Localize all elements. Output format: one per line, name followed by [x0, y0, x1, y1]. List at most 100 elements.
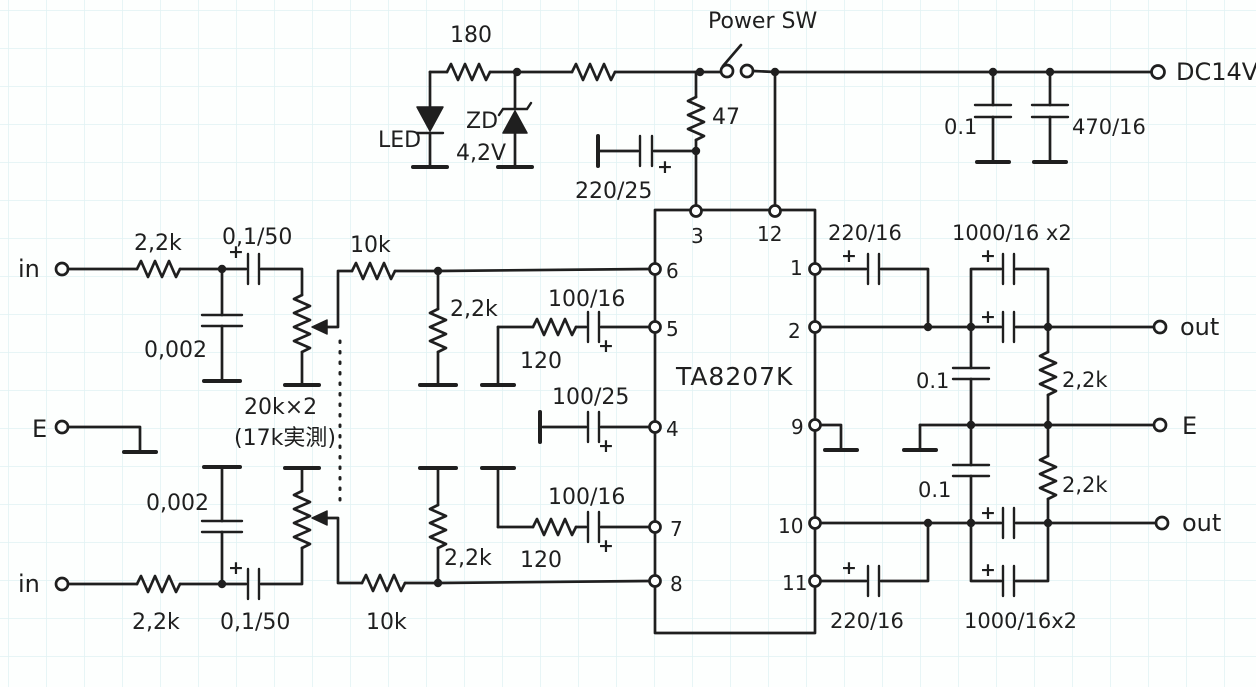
plus-mark: + [980, 502, 996, 524]
label-pin5: 5 [666, 317, 679, 341]
label-e-right: E [1182, 412, 1197, 440]
label-power-sw: Power SW [708, 9, 817, 34]
label-c100-25: 100/25 [552, 385, 629, 410]
label-c01-snub-top: 0.1 [916, 369, 949, 393]
label-r22k-out-top: 2,2k [1062, 368, 1108, 392]
cap-100-25 [586, 410, 601, 444]
label-zd: ZD [466, 109, 498, 134]
pin-3 [689, 204, 703, 218]
led-icon [416, 106, 444, 132]
label-pin4: 4 [666, 417, 679, 441]
label-in-bottom: in [18, 570, 40, 598]
e-terminal-left [54, 419, 158, 454]
label-pin3: 3 [691, 224, 704, 248]
resistor-10k-bottom [360, 573, 407, 593]
bottom-channel-input [54, 465, 364, 601]
plus-mark: + [598, 335, 614, 357]
label-c1000-16-bottom: 1000/16x2 [964, 609, 1077, 633]
pin4-bypass [538, 410, 651, 444]
pin-8 [648, 574, 662, 588]
resistor-10k-top [350, 261, 397, 281]
cap-1000-16-inline-bottom [1001, 506, 1016, 540]
potentiometer-bottom [292, 489, 312, 550]
power-rail [411, 43, 1166, 207]
label-out-bottom: out [1182, 509, 1221, 537]
resistor-2k2-out-bottom [1038, 454, 1058, 501]
label-pin2: 2 [788, 319, 801, 343]
labels: 180 Power SW DC14V LED ZD 4,2V 47 220/25… [18, 9, 1256, 635]
plus-mark: + [228, 241, 244, 263]
resistor-2k2-in-bottom [135, 574, 182, 594]
led-branch [411, 70, 449, 169]
plus-mark: + [980, 559, 996, 581]
top-channel-mid [350, 261, 651, 387]
label-r120-top: 120 [520, 349, 562, 374]
label-r10k-top: 10k [350, 233, 391, 258]
cap-100-16-bottom [586, 510, 601, 544]
cap-0-1-50-top [246, 252, 261, 286]
pin-1 [808, 262, 822, 276]
label-c100-16-bottom: 100/16 [548, 485, 625, 510]
cap-1000-16-bootstrap-top [1001, 252, 1016, 286]
label-dc14v: DC14V [1176, 58, 1256, 86]
pin-11 [808, 574, 822, 588]
zener-bar [497, 101, 533, 117]
dc14v-terminal [1150, 64, 1166, 80]
label-c-in-bottom: 0,1/50 [220, 610, 290, 635]
label-c220-25: 220/25 [575, 179, 652, 204]
label-r22k-mid-bottom: 2,2k [444, 546, 492, 571]
cap-1000-16-inline-top [1001, 310, 1016, 344]
out-terminal-top [1152, 319, 1168, 335]
cap-100-16-top [586, 310, 601, 344]
in-terminal-bottom [54, 576, 70, 592]
label-e-left: E [32, 415, 47, 443]
resistor-2k2-in-top [135, 259, 182, 279]
resistor-2k2-out-top [1038, 350, 1058, 397]
bottom-channel-mid [360, 466, 651, 593]
label-zd-voltage: 4,2V [456, 141, 506, 166]
plus-mark: + [980, 245, 996, 267]
label-c470-16: 470/16 [1072, 115, 1146, 139]
pin-7 [648, 520, 662, 534]
potentiometer-top [292, 293, 312, 354]
label-pin9: 9 [791, 415, 804, 439]
label-pin11: 11 [782, 571, 807, 595]
label-r10k-bottom: 10k [366, 610, 407, 635]
pin-2 [808, 320, 822, 334]
plus-mark: + [841, 557, 857, 579]
bottom-channel-output [819, 423, 1170, 598]
label-pin7: 7 [670, 517, 683, 541]
label-pin10: 10 [778, 514, 803, 538]
label-c1000-16-top: 1000/16 x2 [952, 221, 1072, 245]
label-c220-16-bottom: 220/16 [830, 609, 904, 633]
cap-0-1-50-bottom [246, 567, 261, 601]
label-pin8: 8 [670, 572, 683, 596]
resistor-series [570, 62, 617, 82]
label-r180: 180 [450, 23, 492, 48]
label-r-in-bottom: 2,2k [132, 610, 180, 635]
label-r47: 47 [712, 105, 740, 130]
label-r-in-top: 2,2k [134, 231, 182, 256]
out-terminal-bottom [1154, 515, 1170, 531]
label-c220-16-top: 220/16 [828, 221, 902, 245]
pin-10 [808, 516, 822, 530]
label-c-filter-bottom: 0,002 [146, 491, 209, 516]
pin-5 [648, 320, 662, 334]
ripple-filter [596, 70, 706, 207]
resistor-120-bottom [531, 517, 578, 537]
pin-9 [808, 418, 822, 432]
label-volume-note: (17k実測) [234, 426, 336, 451]
label-c-in-top: 0,1/50 [222, 225, 292, 250]
pin-6 [648, 262, 662, 276]
label-in-top: in [18, 255, 40, 283]
label-c100-16-top: 100/16 [548, 287, 625, 312]
pin-12 [768, 204, 782, 218]
e-terminal-right [1152, 417, 1168, 433]
in-terminal-top [54, 261, 70, 277]
label-r120-bottom: 120 [520, 548, 562, 573]
label-r22k-out-bottom: 2,2k [1062, 473, 1108, 497]
resistor-120-top [531, 317, 578, 337]
plus-mark: + [598, 535, 614, 557]
